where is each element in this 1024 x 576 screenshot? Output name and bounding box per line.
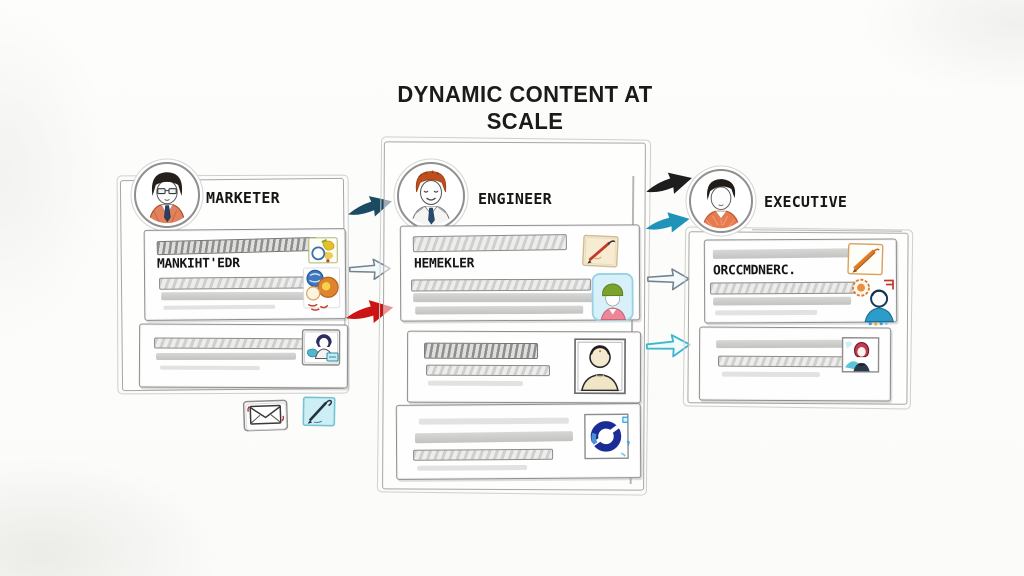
sketch-line bbox=[715, 309, 818, 316]
orange-pen-icon bbox=[846, 242, 884, 276]
signature-pen-icon bbox=[302, 396, 337, 428]
sketch-line bbox=[156, 236, 317, 256]
engineer-label: ENGINEER bbox=[478, 190, 552, 208]
contact-avatar-icon bbox=[841, 336, 880, 373]
campaign-doodle-icon bbox=[308, 236, 339, 264]
sketch-line bbox=[717, 355, 859, 368]
executive-section-2 bbox=[698, 326, 892, 402]
builder-avatar-icon bbox=[591, 272, 634, 321]
marketer-avatar bbox=[134, 162, 200, 228]
marketer-avatar-icon bbox=[148, 172, 186, 224]
sketch-line bbox=[412, 234, 567, 253]
arrow-marketer-engineer-2 bbox=[347, 255, 393, 288]
sketch-line bbox=[713, 296, 852, 306]
executive-avatar-icon bbox=[701, 178, 741, 229]
note-pen-icon bbox=[581, 234, 620, 269]
executive-card-text: ORCCMDNERC. bbox=[712, 263, 796, 279]
sketch-line bbox=[417, 464, 528, 471]
sketch-line bbox=[159, 276, 324, 290]
sketch-line bbox=[716, 339, 845, 349]
engineer-section-3 bbox=[395, 403, 642, 480]
sketch-line bbox=[710, 281, 865, 295]
sketch-line bbox=[425, 364, 551, 377]
audience-group-icon bbox=[302, 267, 341, 312]
email-envelope-icon bbox=[241, 396, 289, 434]
support-agent-icon bbox=[301, 328, 341, 366]
marketer-section-2 bbox=[138, 323, 349, 389]
diagram-title: DYNAMIC CONTENT AT SCALE bbox=[397, 80, 653, 134]
engineer-section-2 bbox=[406, 330, 642, 404]
arrow-engineer-executive-2 bbox=[642, 205, 694, 246]
analyst-avatar-icon bbox=[849, 276, 898, 326]
sketch-line bbox=[159, 365, 260, 371]
sketch-line bbox=[413, 293, 596, 303]
sketch-line bbox=[414, 431, 574, 444]
sync-swirl-icon bbox=[583, 411, 632, 462]
sketch-line bbox=[411, 278, 592, 292]
engineer-avatar bbox=[397, 162, 465, 230]
executive-avatar bbox=[689, 169, 753, 233]
sketch-line bbox=[163, 304, 276, 310]
marketer-section-1: MANKIHT'EDR bbox=[143, 228, 347, 321]
sketch-line bbox=[161, 291, 310, 301]
sketch-line bbox=[418, 417, 569, 425]
arrow-engineer-executive-1 bbox=[642, 163, 699, 209]
sketch-line bbox=[424, 342, 539, 360]
sketch-line bbox=[413, 448, 554, 461]
arrow-engineer-executive-3 bbox=[645, 265, 691, 298]
engineer-avatar-icon bbox=[410, 170, 452, 225]
sketch-line bbox=[721, 371, 820, 378]
sketch-line bbox=[415, 305, 584, 315]
person-bust-icon bbox=[573, 337, 628, 396]
executive-section-1: ORCCMDNERC. bbox=[703, 238, 898, 326]
sketch-line bbox=[154, 337, 307, 350]
sketch-line bbox=[155, 352, 297, 361]
engineer-section-1: HEMEKLER bbox=[399, 224, 641, 322]
sketch-line bbox=[712, 248, 855, 259]
arrow-engineer-executive-4 bbox=[644, 330, 693, 365]
marketer-label: MARKETER bbox=[206, 189, 280, 207]
marketer-card-text: MANKIHT'EDR bbox=[156, 256, 240, 272]
executive-label: EXECUTIVE bbox=[764, 193, 848, 211]
engineer-card-text: HEMEKLER bbox=[413, 256, 475, 272]
sketch-line bbox=[427, 380, 523, 386]
